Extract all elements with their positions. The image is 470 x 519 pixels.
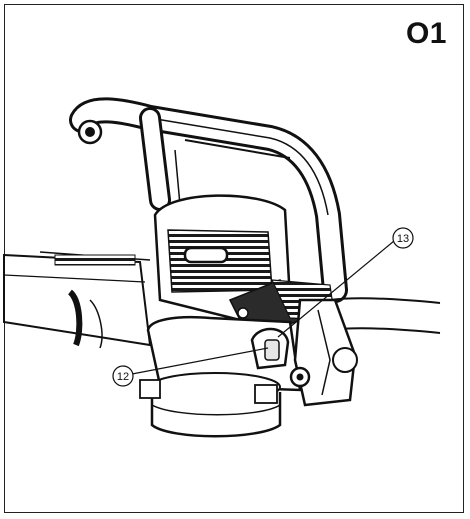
side-hose <box>329 297 441 334</box>
callout-circle-icon <box>112 365 134 387</box>
blower-handle <box>69 97 348 303</box>
callout-number: 12 <box>117 371 129 383</box>
callout-circle-icon <box>392 227 414 249</box>
blower-tube <box>3 251 152 349</box>
callout-number: 13 <box>397 233 409 245</box>
front-bracket <box>289 298 358 407</box>
latch-detail <box>250 327 290 370</box>
figure-label: O1 <box>405 17 447 50</box>
callout-12: 12 <box>112 347 269 387</box>
callout-13: 13 <box>277 227 414 338</box>
